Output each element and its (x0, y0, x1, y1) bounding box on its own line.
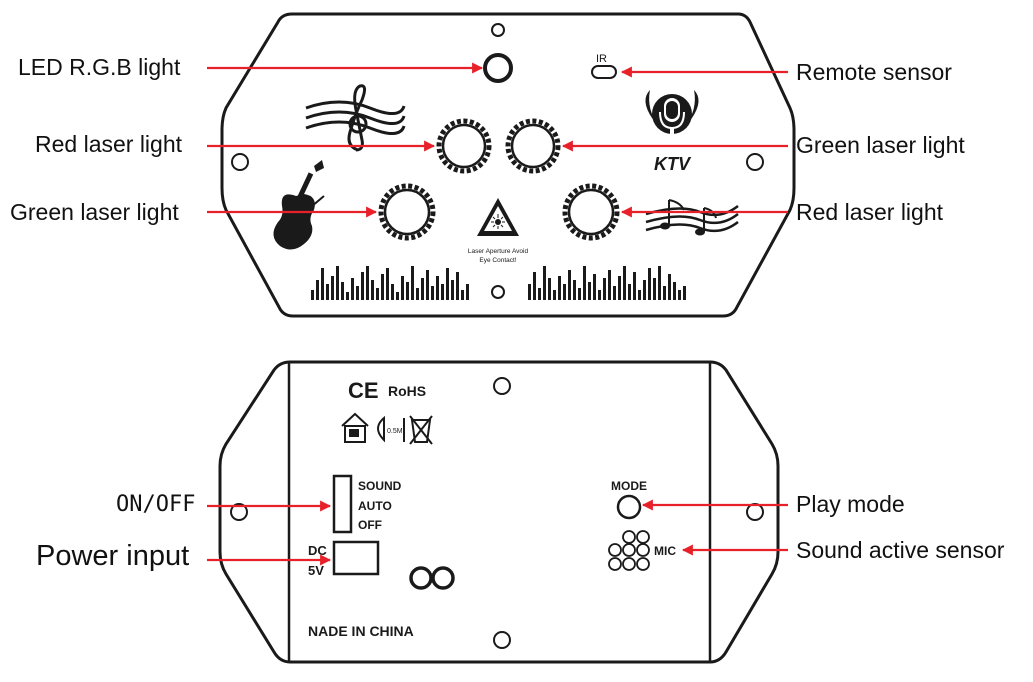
red-laser-lens-bottom-right (562, 183, 620, 241)
callout-green-laser-right: Green laser light (796, 132, 965, 158)
ir-sensor (591, 65, 617, 79)
rohs-label: RoHS (388, 383, 426, 399)
screw-hole-back-bottom (493, 631, 511, 649)
callout-remote-sensor: Remote sensor (796, 59, 952, 85)
callout-power-input: Power input (36, 540, 190, 572)
ktv-label: KTV (654, 154, 692, 174)
mic-label: MIC (654, 544, 676, 558)
weee-bin-icon (403, 415, 433, 445)
callout-sound-active-sensor: Sound active sensor (796, 537, 1005, 563)
ce-mark: CE (348, 378, 379, 403)
screw-hole-back-right (746, 503, 764, 521)
laser-warning-sign (477, 198, 519, 236)
power-dc-label: DC (308, 543, 327, 558)
screw-hole-back-top (493, 377, 511, 395)
microphone-grille (608, 530, 650, 571)
switch-sound-label: SOUND (358, 479, 402, 493)
violin-icon (273, 160, 325, 250)
laser-warning-line2: Eye Contact! (479, 257, 516, 264)
callout-red-laser-right: Red laser light (796, 199, 944, 225)
lamp-distance-icon (377, 415, 385, 443)
screw-hole-left (231, 153, 249, 171)
callout-red-laser-left: Red laser light (35, 131, 183, 157)
distance-label: 0.5M (387, 428, 403, 435)
switch-off-label: OFF (358, 518, 382, 532)
back-panel-outline (218, 360, 780, 664)
screw-hole-right (746, 153, 764, 171)
green-laser-lens-bottom-left (378, 183, 436, 241)
treble-clef-icon (305, 84, 406, 152)
made-in-label: NADE IN CHINA (308, 623, 414, 639)
power-input-port[interactable] (332, 540, 380, 576)
on-off-switch[interactable] (332, 474, 353, 534)
callout-play-mode: Play mode (796, 491, 905, 517)
led-rgb-light (483, 53, 513, 83)
music-notes-icon (645, 199, 739, 236)
green-laser-lens-top-right (505, 118, 561, 174)
callout-led-rgb: LED R.G.B light (18, 54, 181, 80)
callout-green-laser-left: Green laser light (10, 199, 179, 225)
equalizer-right-icon (528, 266, 686, 300)
indoor-use-icon (341, 412, 369, 443)
screw-hole-back-left (230, 503, 248, 521)
power-5v-label: 5V (308, 563, 324, 578)
switch-auto-label: AUTO (358, 499, 392, 513)
mode-button[interactable] (616, 494, 642, 520)
mode-label: MODE (611, 479, 647, 493)
ir-label: IR (596, 53, 607, 65)
ktv-microphone-logo (645, 90, 699, 136)
cable-loop-icon (409, 566, 455, 590)
screw-hole-top (491, 23, 505, 37)
equalizer-left-icon (311, 266, 469, 300)
red-laser-lens-top-left (436, 118, 492, 174)
screw-hole-bottom (491, 285, 505, 299)
callout-on-off: ON/OFF (116, 492, 196, 517)
front-panel-outline (220, 12, 796, 318)
laser-warning-line1: Laser Aperture Avoid (468, 248, 529, 255)
